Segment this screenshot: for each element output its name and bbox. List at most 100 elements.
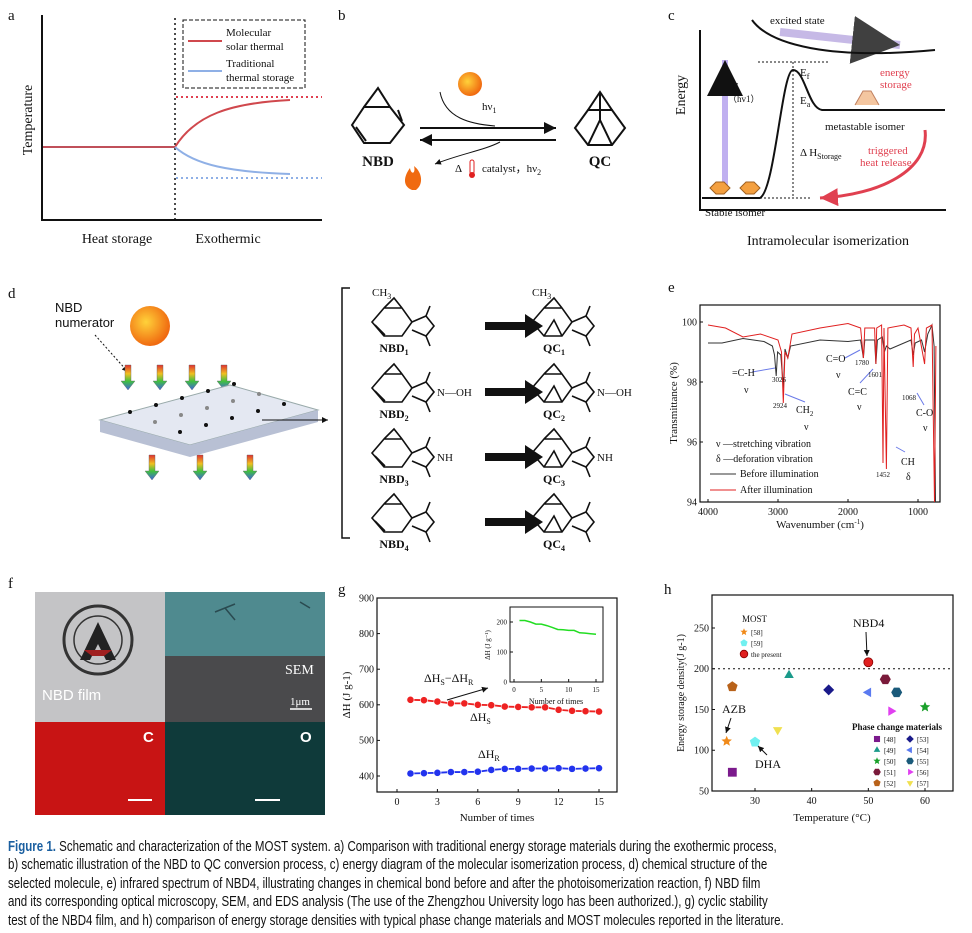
x-tick-label: 0 [512, 686, 516, 694]
film-dot [153, 420, 157, 424]
label-text: NBD [379, 407, 405, 421]
x-tick-label: 15 [594, 797, 604, 808]
x-tick-label: 3 [435, 797, 440, 808]
panel-f: NBD film SEM 1μm C O [35, 592, 325, 815]
energy-profile [702, 68, 945, 199]
qc-label: QC1 [543, 341, 565, 357]
microscopy-features [214, 601, 311, 621]
caption-line: b) schematic illustration of the NBD to … [8, 857, 768, 874]
data-point-50 [919, 701, 931, 712]
x-tick-label: 12 [554, 797, 564, 808]
x-tick-label: 3000 [768, 507, 788, 518]
data-point [514, 703, 523, 711]
data-point [473, 700, 482, 709]
label-d: d [8, 286, 16, 302]
y-tick-label: 200 [497, 618, 508, 626]
x-tick-label: 15 [593, 686, 601, 694]
annot-ch2: CH2 [796, 405, 814, 418]
label-text: NBD [379, 341, 405, 355]
legend-marker [740, 639, 748, 647]
legend-label: [53] [917, 736, 929, 744]
a-mst-curve [174, 99, 291, 148]
legend-deform: δ —deforation vibration [716, 454, 813, 465]
inset-xlabel: Number of times [529, 697, 583, 706]
qc-label: QC3 [543, 472, 565, 488]
film-plate-edge [100, 410, 318, 457]
film-dot [205, 406, 209, 410]
carbonyl [425, 371, 431, 413]
g-xlabel: Number of times [460, 812, 535, 824]
ring [370, 362, 436, 403]
h-xlabel: Temperature (°C) [793, 812, 871, 824]
hr-label: ΔHR [478, 747, 500, 763]
film-dot [180, 396, 184, 400]
legend-before: Before illumination [740, 469, 819, 480]
dha-label: DHA [755, 757, 781, 771]
data-point-59 [749, 736, 761, 747]
film-dot [256, 409, 260, 413]
label-sub: 1 [405, 348, 409, 357]
film-dot [154, 403, 158, 407]
data-point [420, 769, 428, 778]
y-tick-label: 600 [359, 700, 374, 711]
e-series [707, 322, 937, 503]
film-dot [179, 413, 183, 417]
bracket [341, 287, 350, 539]
c-xlabel: Intramolecular isomerization [747, 234, 909, 249]
sun-icon [458, 72, 482, 96]
ring [370, 492, 436, 533]
light-arrow-icon [192, 454, 208, 481]
data-point [595, 764, 603, 773]
Ea-label: Ea [800, 95, 811, 109]
qc-molecule [530, 362, 596, 413]
nbd-label: NBD [362, 154, 394, 170]
delta-label: Δ [455, 163, 462, 175]
ring [370, 427, 436, 468]
stable-label: Stable isomer [705, 207, 766, 219]
caption-figure-number: Figure 1. [8, 839, 56, 855]
y-tick-label: 150 [694, 705, 709, 716]
nbd-structure [350, 86, 406, 144]
flame-icon [405, 166, 422, 190]
azb-pointer [725, 717, 732, 734]
legend-label: [55] [917, 758, 929, 766]
thermometer-icon [469, 159, 475, 178]
data-point-51 [879, 674, 891, 685]
eds-oxygen-map [165, 722, 325, 815]
light-path [439, 91, 496, 127]
x-tick-label: 50 [863, 796, 873, 807]
relaxation-arrow [779, 15, 901, 64]
y-tick-label: 200 [694, 664, 709, 675]
ring [530, 362, 596, 403]
y-tick-label: 500 [359, 736, 374, 747]
annot-2924: 2924 [773, 402, 788, 410]
data-point [581, 707, 590, 716]
e-annotations: =C-H ν 3026 2924 CH2 ν C=O ν 1780 1601 C… [732, 354, 933, 483]
data-point-48 [727, 767, 737, 777]
annot-chd: CH [901, 457, 915, 468]
legend-marker [906, 746, 912, 754]
a-ylabel: Temperature [21, 85, 36, 156]
carbonyl [425, 305, 431, 347]
legend-marker [906, 757, 914, 765]
numerator-label: NBD [55, 300, 82, 315]
optical-microscopy [165, 592, 325, 656]
g-ylabel: ΔH (J g-1) [341, 671, 353, 718]
film-dot [178, 430, 182, 434]
numerator-label: numerator [55, 315, 115, 330]
data-point-54 [862, 687, 872, 698]
data-point [487, 766, 496, 774]
data-point [487, 701, 496, 710]
x-tick-label: 60 [920, 796, 930, 807]
carbonyl [585, 501, 591, 543]
legend-marker [740, 628, 748, 636]
reaction-arrow [485, 380, 543, 404]
x-tick-label: 2000 [838, 507, 858, 518]
x-tick-label: 40 [807, 796, 817, 807]
h-legend: [48][49][50][51][52][53][54][55][56][57]… [739, 628, 929, 788]
